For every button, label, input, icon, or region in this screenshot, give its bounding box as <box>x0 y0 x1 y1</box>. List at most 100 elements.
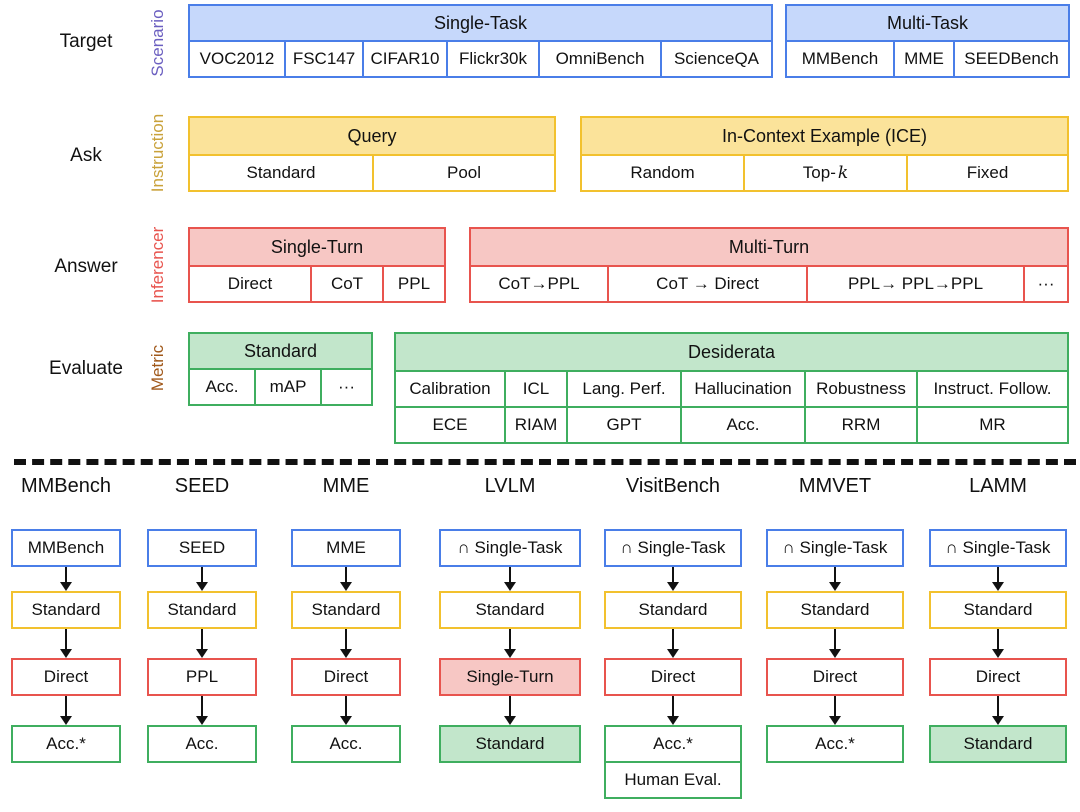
scenario-item: OmniBench <box>538 40 662 78</box>
benchmark-metric-box: Acc.* <box>604 725 742 763</box>
benchmark-instruction-box: Standard <box>11 591 121 629</box>
benchmark-instruction-box: Standard <box>291 591 401 629</box>
row-label-answer: Answer <box>54 256 118 277</box>
desiderata-item: Calibration <box>394 370 506 408</box>
benchmark-scenario-box: ∩ Single-Task <box>604 529 742 567</box>
benchmark-inferencer-box: PPL <box>147 658 257 696</box>
instruction-item: Standard <box>188 154 374 192</box>
benchmark-metric-box: Acc.* <box>11 725 121 763</box>
benchmark-inferencer-box: Direct <box>929 658 1067 696</box>
side-label-instruction: Instruction <box>148 113 167 193</box>
scenario-item: VOC2012 <box>188 40 286 78</box>
benchmark-title: MMVET <box>798 475 872 497</box>
ice-header: In-Context Example (ICE) <box>580 116 1069 156</box>
desiderata-metric: Acc. <box>680 406 806 444</box>
side-label-scenario: Scenario <box>148 9 167 77</box>
scenario-item: SEEDBench <box>953 40 1070 78</box>
flow-arrow <box>829 629 841 658</box>
benchmark-scenario-box: MME <box>291 529 401 567</box>
benchmark-scenario-box: ∩ Single-Task <box>439 529 581 567</box>
flow-arrow <box>504 567 516 591</box>
scenario-item: MME <box>893 40 955 78</box>
multi-turn-header: Multi-Turn <box>469 227 1069 267</box>
row-label-target: Target <box>59 31 113 52</box>
benchmark-metric-box: Acc. <box>147 725 257 763</box>
flow-arrow <box>340 567 352 591</box>
benchmark-title: LAMM <box>969 475 1027 497</box>
inferencer-item: CoT → Direct <box>607 265 808 303</box>
benchmark-metric-box: Standard <box>439 725 581 763</box>
desiderata-metric: GPT <box>566 406 682 444</box>
benchmark-title: LVLM <box>484 475 536 497</box>
inferencer-item: CoT→PPL <box>469 265 609 303</box>
topk-label: Top- <box>802 163 836 182</box>
flow-arrow <box>60 696 72 725</box>
desiderata-metric: RRM <box>804 406 918 444</box>
flow-arrow <box>992 696 1004 725</box>
flow-arrow <box>196 696 208 725</box>
benchmark-inferencer-box: Direct <box>291 658 401 696</box>
flow-arrow <box>340 629 352 658</box>
side-label-metric: Metric <box>148 344 167 392</box>
flow-arrow <box>667 696 679 725</box>
flow-arrow <box>504 629 516 658</box>
benchmark-metric2-box: Human Eval. <box>604 761 742 799</box>
inferencer-item: PPL→ PPL→PPL <box>806 265 1025 303</box>
scenario-item: FSC147 <box>284 40 364 78</box>
metric-item: Acc. <box>188 368 256 406</box>
instruction-item: Random <box>580 154 745 192</box>
desiderata-metric: ECE <box>394 406 506 444</box>
topk-var: k <box>837 163 849 183</box>
benchmark-metric-box: Acc. <box>291 725 401 763</box>
flow-arrow <box>340 696 352 725</box>
scenario-item: CIFAR10 <box>362 40 448 78</box>
instruction-item-topk: Top-k <box>743 154 908 192</box>
benchmark-instruction-box: Standard <box>439 591 581 629</box>
flow-arrow <box>667 567 679 591</box>
benchmark-inferencer-box: Direct <box>11 658 121 696</box>
benchmark-title: VisitBench <box>625 475 721 497</box>
benchmark-instruction-box: Standard <box>929 591 1067 629</box>
benchmark-instruction-box: Standard <box>604 591 742 629</box>
benchmark-inferencer-box: Direct <box>604 658 742 696</box>
benchmark-title: MMBench <box>20 475 112 497</box>
inferencer-item: ··· <box>1023 265 1069 303</box>
desiderata-metric: MR <box>916 406 1069 444</box>
benchmark-title: SEED <box>174 475 230 497</box>
benchmark-scenario-box: ∩ Single-Task <box>929 529 1067 567</box>
desiderata-header: Desiderata <box>394 332 1069 372</box>
flow-arrow <box>992 629 1004 658</box>
desiderata-metric: RIAM <box>504 406 568 444</box>
dashed-divider <box>14 459 1076 465</box>
single-task-header: Single-Task <box>188 4 773 42</box>
scenario-item: MMBench <box>785 40 895 78</box>
inferencer-item: Direct <box>188 265 312 303</box>
flow-arrow <box>992 567 1004 591</box>
flow-arrow <box>196 629 208 658</box>
flow-arrow <box>667 629 679 658</box>
metric-item: mAP <box>254 368 322 406</box>
desiderata-item: Hallucination <box>680 370 806 408</box>
row-label-ask: Ask <box>70 145 102 166</box>
instruction-item: Fixed <box>906 154 1069 192</box>
benchmark-instruction-box: Standard <box>766 591 904 629</box>
flow-arrow <box>829 567 841 591</box>
flow-arrow <box>60 629 72 658</box>
scenario-item: Flickr30k <box>446 40 540 78</box>
benchmark-title: MME <box>322 475 370 497</box>
benchmark-metric-box: Acc.* <box>766 725 904 763</box>
flow-arrow <box>829 696 841 725</box>
scenario-item: ScienceQA <box>660 40 773 78</box>
side-label-inferencer: Inferencer <box>148 226 167 304</box>
single-turn-header: Single-Turn <box>188 227 446 267</box>
benchmark-metric-box: Standard <box>929 725 1067 763</box>
benchmark-instruction-box: Standard <box>147 591 257 629</box>
desiderata-item: Lang. Perf. <box>566 370 682 408</box>
query-header: Query <box>188 116 556 156</box>
standard-metric-header: Standard <box>188 332 373 370</box>
benchmark-inferencer-box: Single-Turn <box>439 658 581 696</box>
row-label-evaluate: Evaluate <box>49 358 123 379</box>
desiderata-item: ICL <box>504 370 568 408</box>
benchmark-scenario-box: MMBench <box>11 529 121 567</box>
benchmark-inferencer-box: Direct <box>766 658 904 696</box>
